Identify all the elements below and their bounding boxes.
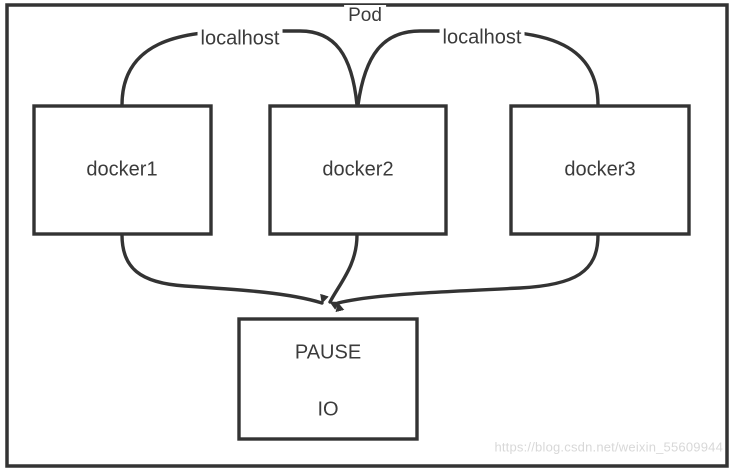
container-box-docker1[interactable]	[32, 104, 213, 236]
container-label-docker2: docker2	[322, 158, 394, 181]
container-box-docker2[interactable]	[268, 104, 448, 236]
connector-docker2-pause	[328, 233, 359, 310]
connector-docker3-pause	[335, 233, 600, 313]
container-box-docker3[interactable]	[509, 104, 691, 236]
pause-label-secondary: IO	[317, 398, 339, 421]
edge-label-localhost-right: localhost	[439, 26, 525, 50]
container-label-docker3: docker3	[564, 158, 636, 181]
watermark: https://blog.csdn.net/weixin_55609944	[494, 439, 723, 455]
connector-docker1-pause	[120, 233, 329, 305]
container-label-docker1: docker1	[86, 158, 158, 181]
edge-label-localhost-left: localhost	[197, 27, 283, 51]
container-box-pause[interactable]	[237, 317, 419, 441]
pod-title: Pod	[344, 5, 386, 27]
pause-label-primary: PAUSE	[294, 341, 362, 364]
